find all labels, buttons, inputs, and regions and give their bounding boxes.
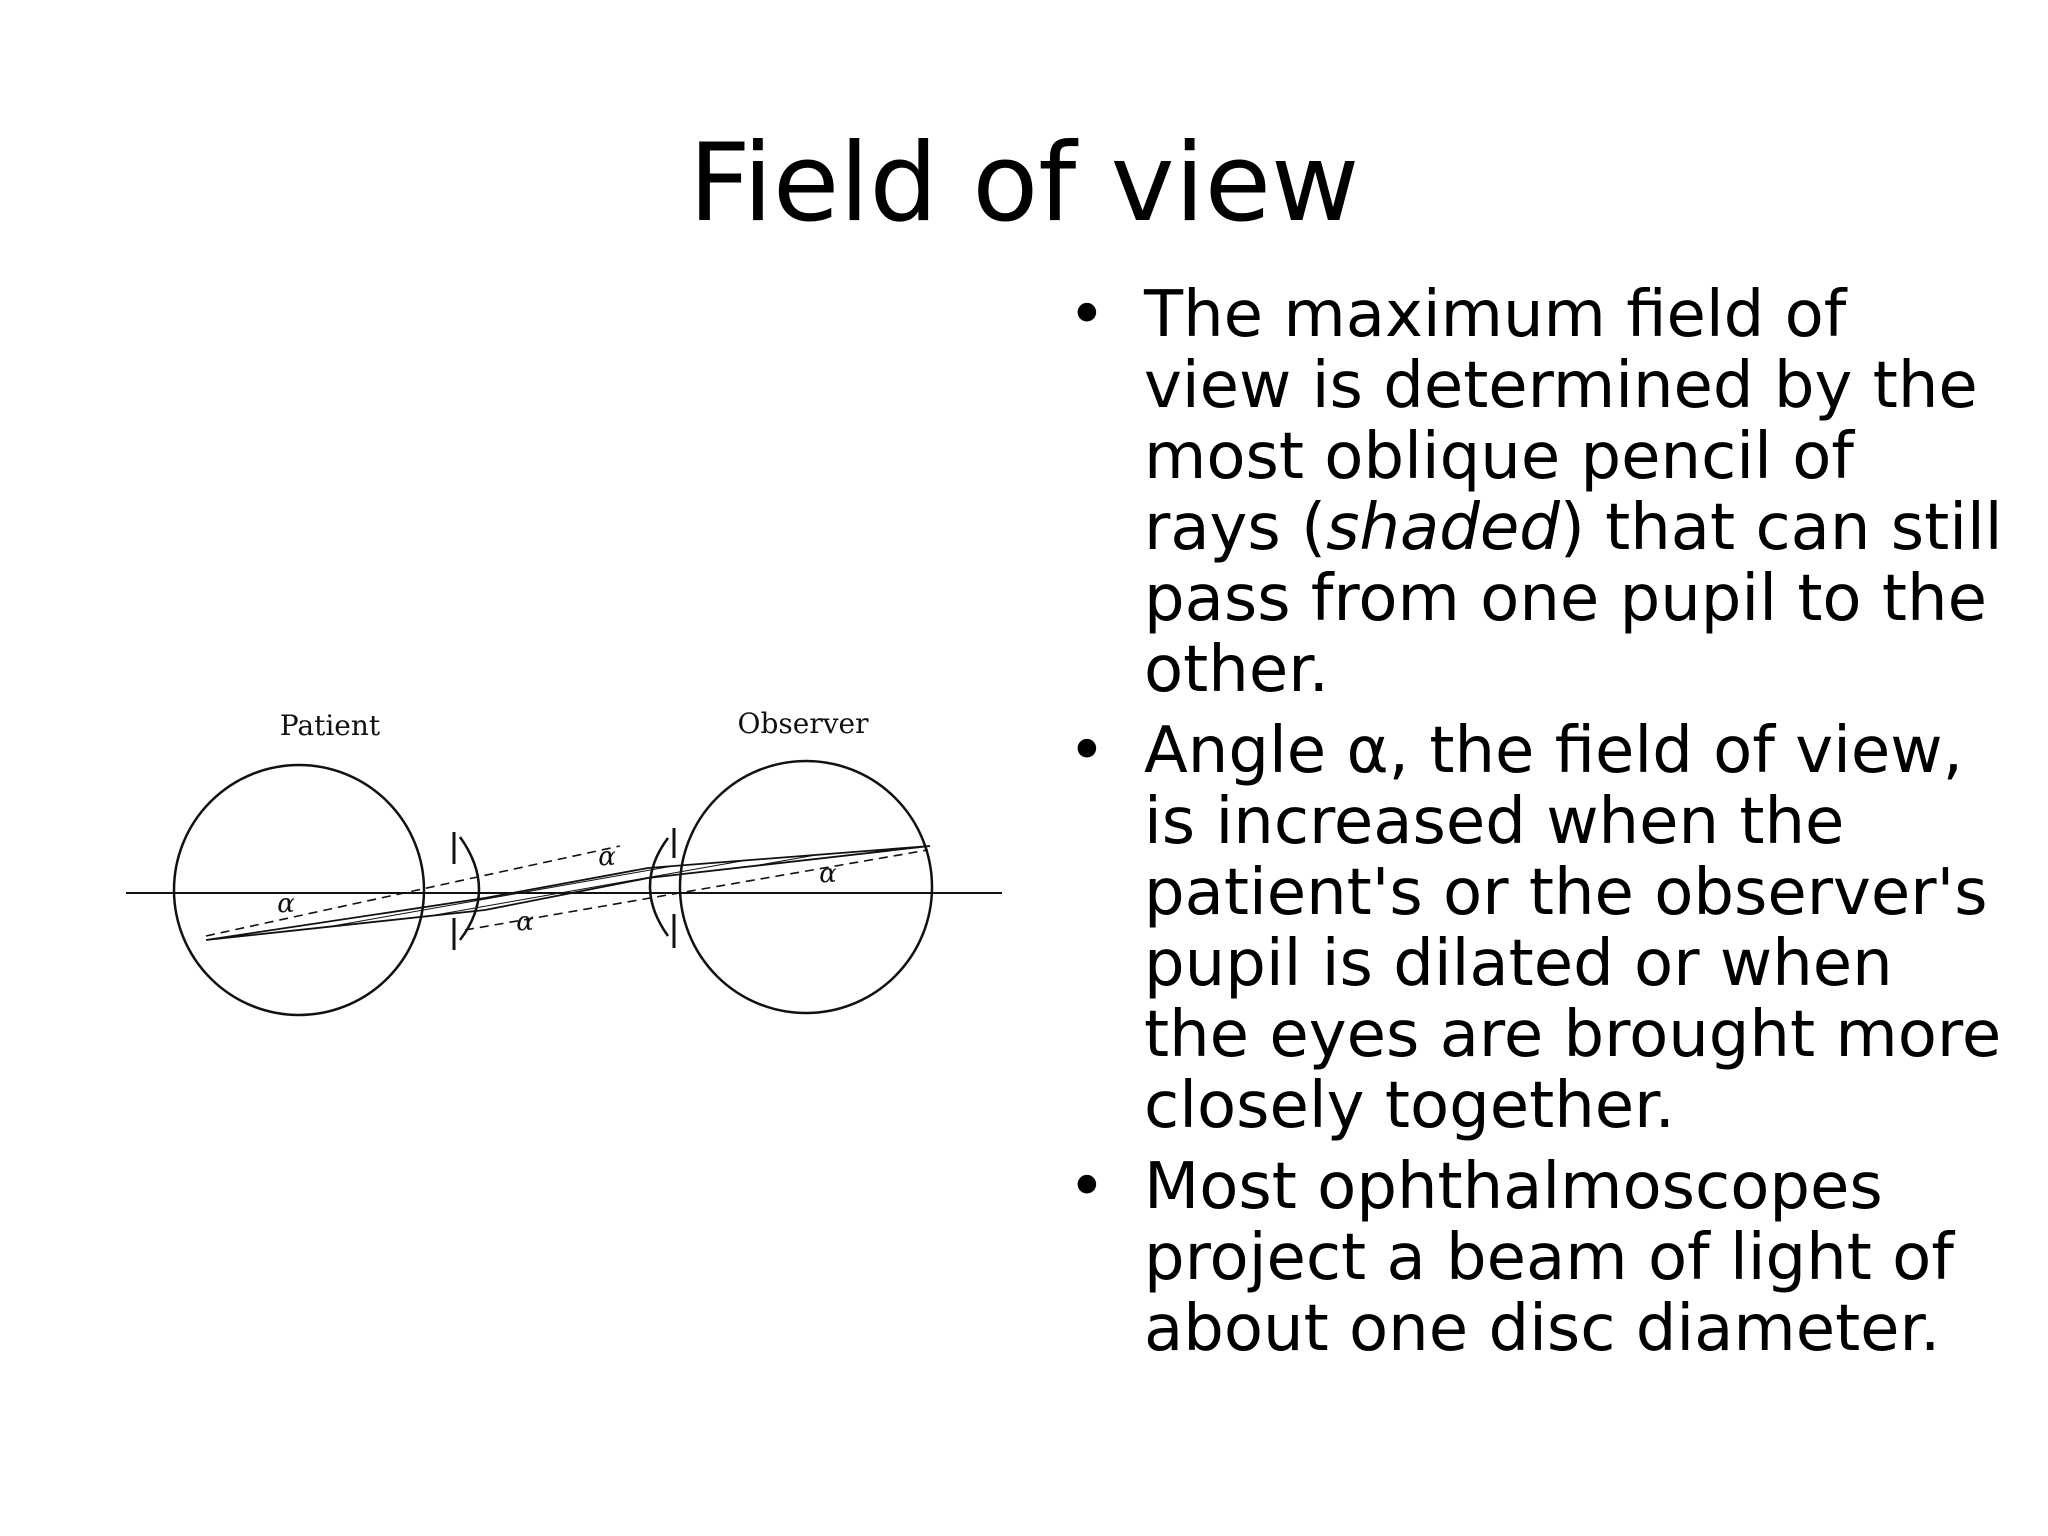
alpha-label-center-bottom: α: [516, 907, 534, 937]
bullet-item: • Angle α, the field of view, is increase…: [1068, 716, 2008, 1142]
bullet-text: Most ophthalmoscopes project a beam of l…: [1144, 1150, 1954, 1366]
bullet-text: The maximum field of view is determined …: [1144, 278, 1978, 565]
observer-label: Observer: [738, 707, 870, 740]
bullet-text: Angle α, the field of view, is increased…: [1144, 714, 2002, 1143]
observer-eyeball: [678, 759, 934, 1015]
patient-eyeball: [172, 763, 426, 1017]
bullet-marker: •: [1068, 278, 1106, 352]
field-of-view-diagram: Patient Observer α α α α: [120, 700, 1010, 1040]
slide-title: Field of view: [688, 121, 1360, 246]
eye-diagram-svg: Patient Observer α α α α: [126, 707, 1002, 1017]
alpha-label-patient: α: [277, 889, 295, 919]
bullet-list: • The maximum field of view is determined…: [1068, 280, 2008, 1375]
patient-label: Patient: [280, 709, 381, 742]
bullet-text-italic: shaded: [1326, 491, 1560, 565]
alpha-label-center-top: α: [598, 842, 616, 872]
shaded-ray-pencil: [205, 845, 931, 941]
dashed-ray-lower: [464, 849, 929, 931]
dashed-ray-upper: [205, 845, 621, 937]
bullet-item: • Most ophthalmoscopes project a beam of …: [1068, 1152, 2008, 1365]
bullet-text: ) that can still pass from one pupil to …: [1144, 491, 2003, 707]
patient-cornea: [458, 836, 481, 941]
bullet-item: • The maximum field of view is determined…: [1068, 280, 2008, 706]
bullet-marker: •: [1068, 1150, 1106, 1224]
alpha-label-observer: α: [819, 859, 837, 889]
bullet-marker: •: [1068, 714, 1106, 788]
observer-cornea: [648, 837, 670, 937]
